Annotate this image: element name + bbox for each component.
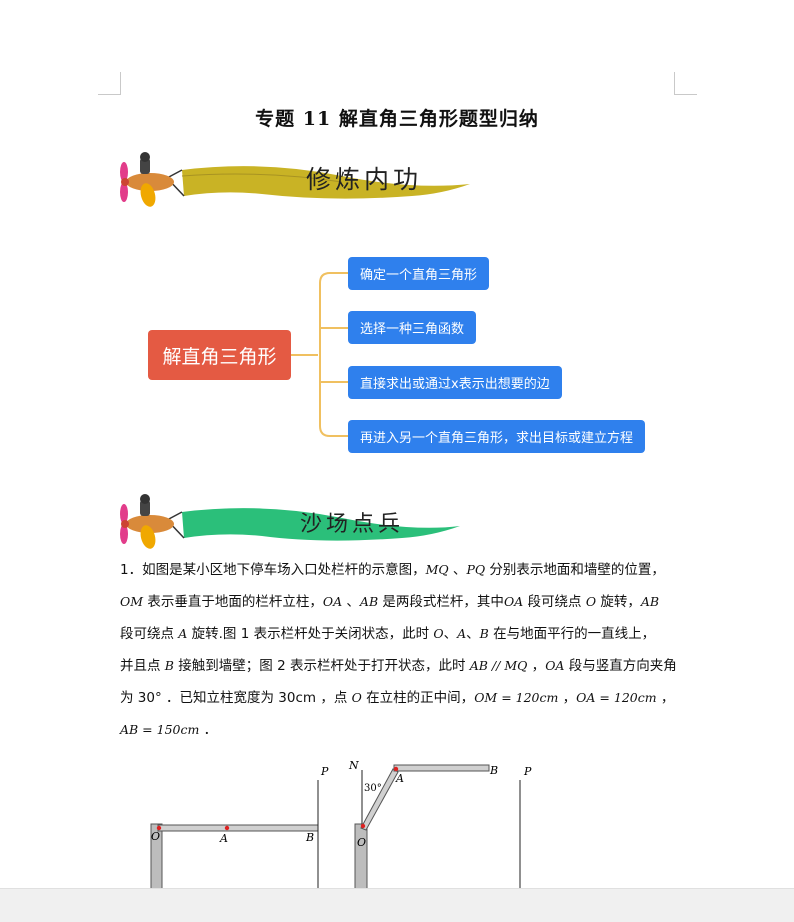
fig1-label-o: O bbox=[151, 830, 160, 843]
fig2-label-o: O bbox=[357, 836, 366, 849]
fig1-label-p: P bbox=[320, 765, 329, 778]
problem-line-5: 为 30° ．已知立柱宽度为 30cm ，点 O 在立柱的正中间，OM = 12… bbox=[120, 690, 675, 706]
section-banner-1: 修炼内功 bbox=[112, 150, 482, 220]
problem-line-4: 并且点 B 接触到墙壁；图 2 表示栏杆处于打开状态，此时 AB // MQ ，… bbox=[120, 658, 677, 674]
problem-text: 1．如图是某小区地下停车场入口处栏杆的示意图，MQ 、PQ 分别表示地面和墙壁的… bbox=[120, 554, 686, 746]
fig1-label-a: A bbox=[219, 832, 228, 845]
figure-1: P O A B bbox=[150, 765, 329, 895]
page-corner-mark-left bbox=[98, 72, 121, 95]
fig2-angle-label: 30° bbox=[364, 783, 382, 794]
page-corner-mark-right bbox=[674, 72, 697, 95]
ribbon-shape bbox=[182, 508, 460, 541]
mindmap-leaf-1: 确定一个直角三角形 bbox=[348, 257, 490, 290]
fig2-label-b: B bbox=[489, 764, 498, 777]
fig2-label-n: N bbox=[348, 759, 359, 772]
mindmap-root: 解直角三角形 bbox=[148, 330, 291, 380]
problem-line-3: 段可绕点 A 旋转.图 1 表示栏杆处于关闭状态，此时 O、A、B 在与地面平行… bbox=[120, 626, 656, 642]
banner-label: 修炼内功 bbox=[306, 165, 423, 194]
mindmap-leaf-3: 直接求出或通过x表示出想要的边 bbox=[348, 366, 562, 399]
viewer-bottom-bar bbox=[0, 888, 794, 922]
banner-label: 沙场点兵 bbox=[300, 512, 405, 537]
fig2-label-a: A bbox=[395, 772, 404, 785]
figure-2: N 30° A B O P bbox=[348, 759, 532, 895]
problem-line-6: AB = 150cm ． bbox=[120, 722, 218, 738]
problem-line-1: 1．如图是某小区地下停车场入口处栏杆的示意图，MQ 、PQ 分别表示地面和墙壁的… bbox=[120, 562, 665, 578]
page-title: 专题 11 解直角三角形题型归纳 bbox=[255, 108, 539, 130]
fig2-label-p: P bbox=[523, 765, 532, 778]
problem-line-2: OM 表示垂直于地面的栏杆立柱，OA 、AB 是两段式栏杆，其中OA 段可绕点 … bbox=[120, 594, 660, 610]
mindmap-leaf-4: 再进入另一个直角三角形，求出目标或建立方程 bbox=[348, 420, 646, 453]
mindmap-leaf-2: 选择一种三角函数 bbox=[348, 311, 477, 344]
plane-body bbox=[126, 173, 174, 191]
fig1-label-b: B bbox=[305, 831, 314, 844]
section-banner-2: 沙场点兵 bbox=[112, 492, 482, 562]
airplane-ribbon-icon bbox=[120, 152, 470, 207]
airplane-ribbon-icon bbox=[120, 494, 460, 549]
